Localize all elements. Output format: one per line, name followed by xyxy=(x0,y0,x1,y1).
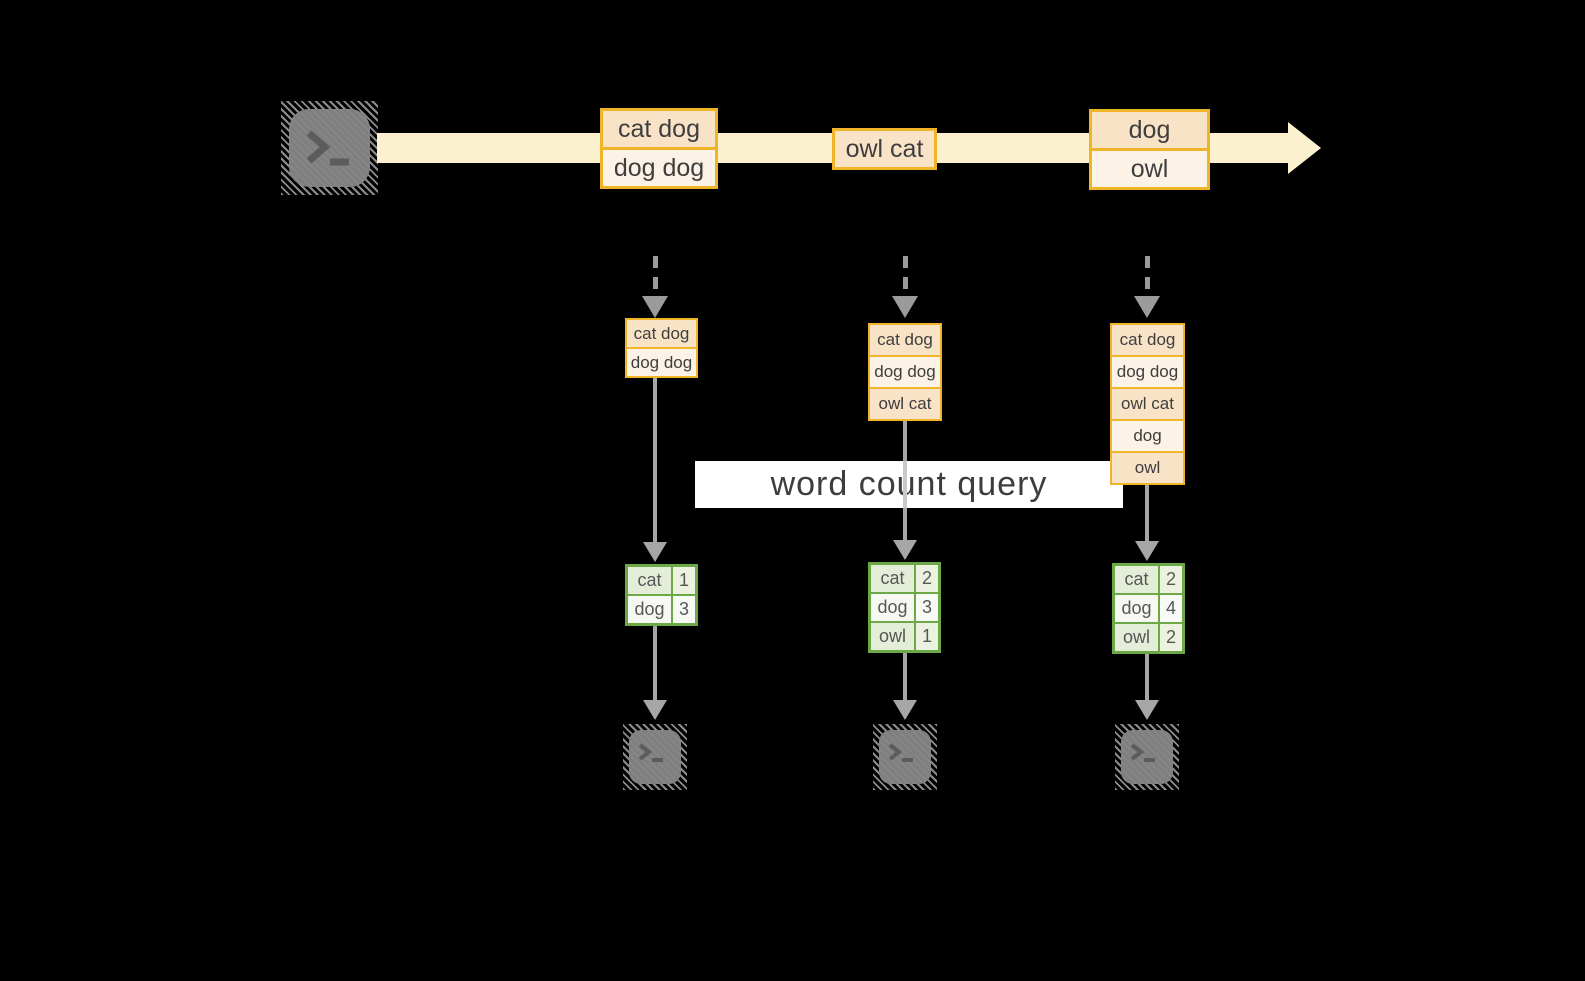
count-word: cat xyxy=(871,565,914,592)
count-value: 1 xyxy=(673,567,695,594)
input-record: cat dog xyxy=(1112,325,1183,355)
arrowhead-icon xyxy=(643,700,667,720)
stream-batch-2: owl cat xyxy=(832,128,937,170)
count-word: cat xyxy=(1115,566,1158,593)
arrowhead-icon xyxy=(1135,700,1159,720)
dashed-arrow-line xyxy=(1145,256,1150,296)
count-value: 3 xyxy=(673,596,695,623)
stream-record: dog xyxy=(1092,112,1207,148)
input-record: dog dog xyxy=(627,349,696,376)
terminal-icon xyxy=(289,109,370,187)
source-terminal-icon xyxy=(281,101,378,195)
input-record: owl xyxy=(1112,453,1183,483)
input-record: dog dog xyxy=(1112,357,1183,387)
connector-line xyxy=(653,626,657,700)
stream-record: owl xyxy=(1092,151,1207,187)
arrowhead-icon xyxy=(1135,541,1159,561)
connector-line xyxy=(1145,483,1149,541)
arrowhead-icon xyxy=(893,700,917,720)
count-value: 2 xyxy=(1160,624,1182,651)
terminal-icon xyxy=(879,730,931,784)
arrowhead-icon xyxy=(893,540,917,560)
stream-record: owl cat xyxy=(835,131,934,167)
dashed-arrowhead-icon xyxy=(892,296,918,318)
connector-line xyxy=(1145,654,1149,700)
count-value: 4 xyxy=(1160,595,1182,622)
input-record: cat dog xyxy=(870,325,940,355)
terminal-icon xyxy=(1121,730,1173,784)
count-word: dog xyxy=(628,596,671,623)
input-record: cat dog xyxy=(627,320,696,347)
input-record: dog xyxy=(1112,421,1183,451)
count-word: dog xyxy=(871,594,914,621)
count-word: owl xyxy=(1115,624,1158,651)
input-record: dog dog xyxy=(870,357,940,387)
count-value: 3 xyxy=(916,594,938,621)
stream-record: cat dog xyxy=(603,111,715,147)
count-word: cat xyxy=(628,567,671,594)
input-record: owl cat xyxy=(870,389,940,419)
terminal-icon xyxy=(629,730,681,784)
query-label: word count query xyxy=(770,465,1048,503)
count-value: 1 xyxy=(916,623,938,650)
connector-line xyxy=(903,653,907,700)
connector-line xyxy=(653,376,657,542)
dashed-arrow-line xyxy=(903,256,908,296)
input-record: owl cat xyxy=(1112,389,1183,419)
arrowhead-icon xyxy=(643,542,667,562)
stream-arrowhead-icon xyxy=(1288,122,1321,174)
count-value: 2 xyxy=(916,565,938,592)
dashed-arrowhead-icon xyxy=(642,296,668,318)
sink-terminal-icon-2 xyxy=(873,724,937,790)
sink-terminal-icon-3 xyxy=(1115,724,1179,790)
connector-line-over-banner xyxy=(903,461,907,508)
count-word: dog xyxy=(1115,595,1158,622)
count-value: 2 xyxy=(1160,566,1182,593)
count-word: owl xyxy=(871,623,914,650)
query-banner: word count query xyxy=(695,461,1123,508)
stream-record: dog dog xyxy=(603,150,715,186)
sink-terminal-icon-1 xyxy=(623,724,687,790)
dashed-arrow-line xyxy=(653,256,658,296)
dashed-arrowhead-icon xyxy=(1134,296,1160,318)
